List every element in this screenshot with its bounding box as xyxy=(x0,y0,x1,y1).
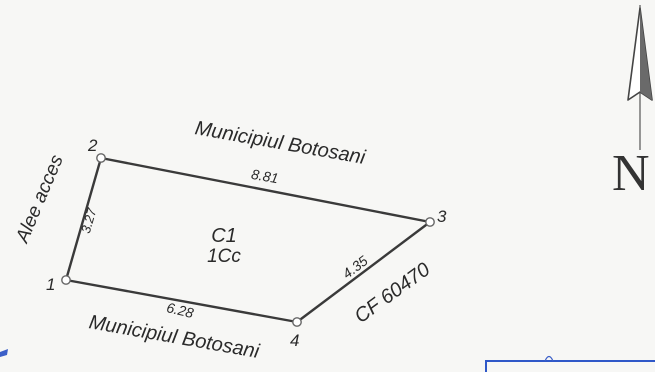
corner-point-3 xyxy=(425,217,435,227)
north-letter: N xyxy=(612,145,650,202)
corner-point-2 xyxy=(96,153,106,163)
corner-label-4: 4 xyxy=(290,331,299,350)
neighbor-north-label: Municipiul Botosani xyxy=(193,117,367,169)
corner-point-4 xyxy=(292,317,302,327)
corner-label-3: 3 xyxy=(437,207,447,226)
neighbor-south-label: Municipiul Botosani xyxy=(87,311,261,363)
corner-label-1: 1 xyxy=(46,275,55,294)
stray-mark xyxy=(0,349,8,357)
side-length-2-3: 8.81 xyxy=(250,166,280,186)
side-length-1-2: 3.27 xyxy=(78,206,100,235)
parcel-id-label: C1 xyxy=(211,225,237,247)
parcel-use-label: 1Cc xyxy=(207,246,241,267)
corner-label-2: 2 xyxy=(87,136,98,155)
neighbor-west-label: Alee acces xyxy=(12,152,68,247)
frame-corner xyxy=(485,355,655,372)
corner-point-1 xyxy=(61,275,71,285)
north-arrow-icon xyxy=(627,5,653,150)
side-length-4-1: 6.28 xyxy=(165,299,195,321)
